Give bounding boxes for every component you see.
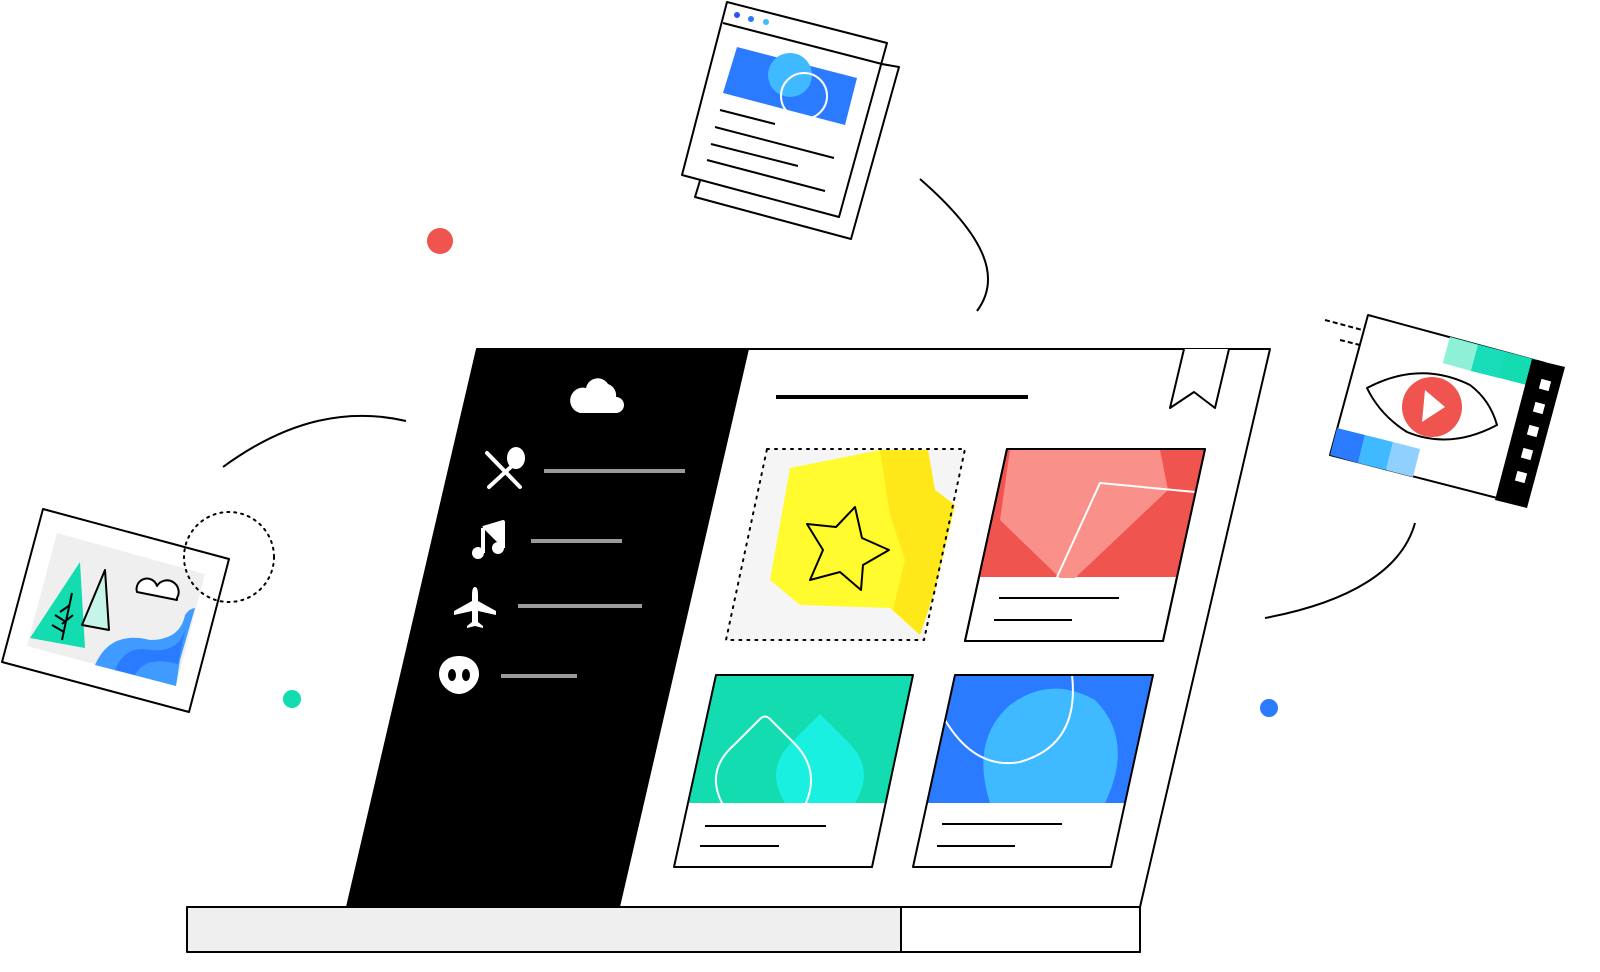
sidebar (347, 349, 749, 907)
connector-curve (1264, 522, 1416, 619)
base-bar-end (900, 906, 1141, 953)
dashed-circle (183, 511, 275, 603)
video-player (1324, 314, 1565, 508)
red-dot (427, 228, 453, 254)
browser-window (681, 1, 900, 240)
fork-spoon-icon[interactable] (485, 447, 525, 489)
star-icon (806, 506, 890, 591)
connector-curve (919, 178, 990, 312)
connector-curve (222, 414, 407, 468)
star-card[interactable] (725, 448, 966, 641)
alien-icon[interactable] (439, 656, 479, 694)
green-dot (283, 690, 301, 708)
blue-dot (1260, 699, 1278, 717)
cloud-icon[interactable] (570, 378, 624, 413)
photo-card (1, 508, 275, 713)
red-card[interactable] (964, 448, 1206, 642)
airplane-icon[interactable] (454, 587, 496, 628)
blue-card[interactable] (912, 674, 1154, 868)
music-note-icon[interactable] (472, 520, 505, 559)
bookmark-icon[interactable] (1169, 348, 1230, 409)
green-card[interactable] (673, 674, 914, 868)
